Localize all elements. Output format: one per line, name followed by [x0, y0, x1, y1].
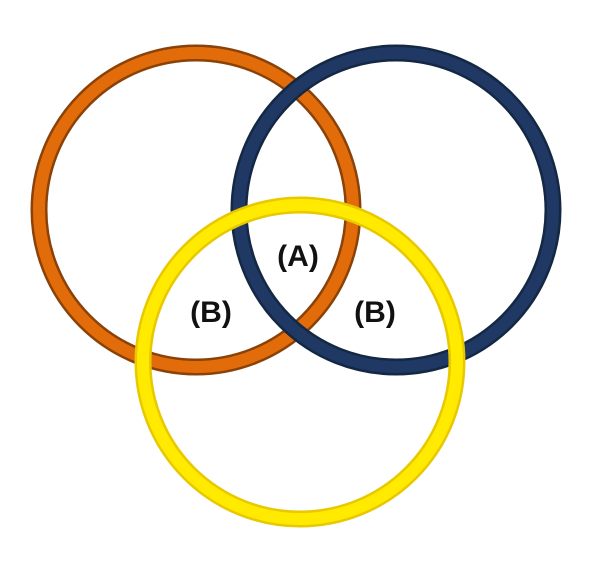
label-center-a: (A): [277, 240, 319, 273]
label-left-b: (B): [190, 296, 232, 329]
yellow-circle-ring: [137, 199, 463, 525]
yellow-circle: [134, 196, 466, 528]
label-right-b: (B): [354, 296, 396, 329]
